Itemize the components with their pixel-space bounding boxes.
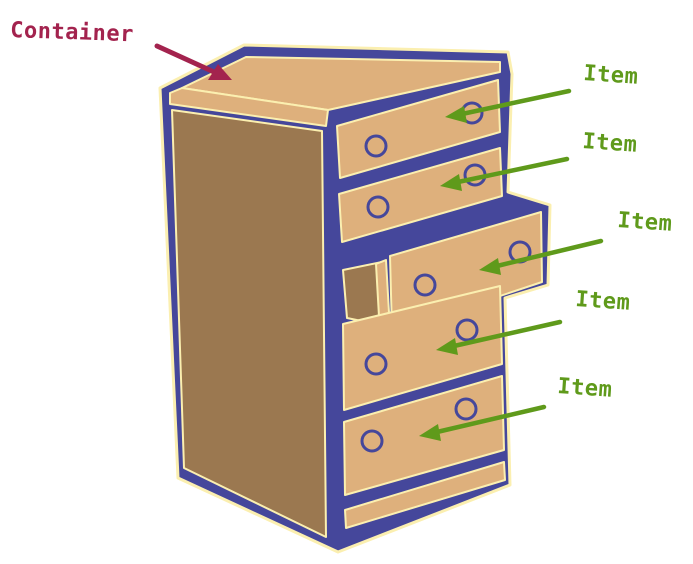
knob-icon [364, 352, 388, 376]
knob-icon [455, 318, 479, 342]
dresser [158, 43, 552, 554]
container-arrow-icon [154, 43, 232, 80]
item-arrow-icon [436, 319, 563, 355]
drawer-3 [389, 211, 543, 333]
item-label: Item [557, 374, 614, 403]
item-arrows [419, 88, 604, 441]
knob-icon [454, 397, 478, 421]
dresser-top-lip [169, 87, 329, 127]
item-label: Item [575, 287, 632, 316]
dresser-base [344, 461, 506, 529]
item-label: Item [583, 61, 640, 90]
item-label: Item [582, 129, 639, 158]
item-label: Item [617, 208, 674, 237]
knob-icon [364, 134, 388, 158]
dresser-side-panel [171, 109, 327, 538]
knob-icon [360, 429, 384, 453]
drawer-4 [342, 285, 503, 411]
item-arrow-icon [445, 88, 572, 123]
item-arrow-icon [479, 238, 604, 275]
drawer-2 [338, 147, 503, 243]
item-arrow-icon [440, 156, 570, 191]
knob-icon [366, 195, 390, 219]
container-label: Container [10, 18, 135, 47]
drawer-knobs [360, 101, 532, 453]
knob-icon [413, 273, 437, 297]
item-arrow-icon [419, 404, 547, 441]
